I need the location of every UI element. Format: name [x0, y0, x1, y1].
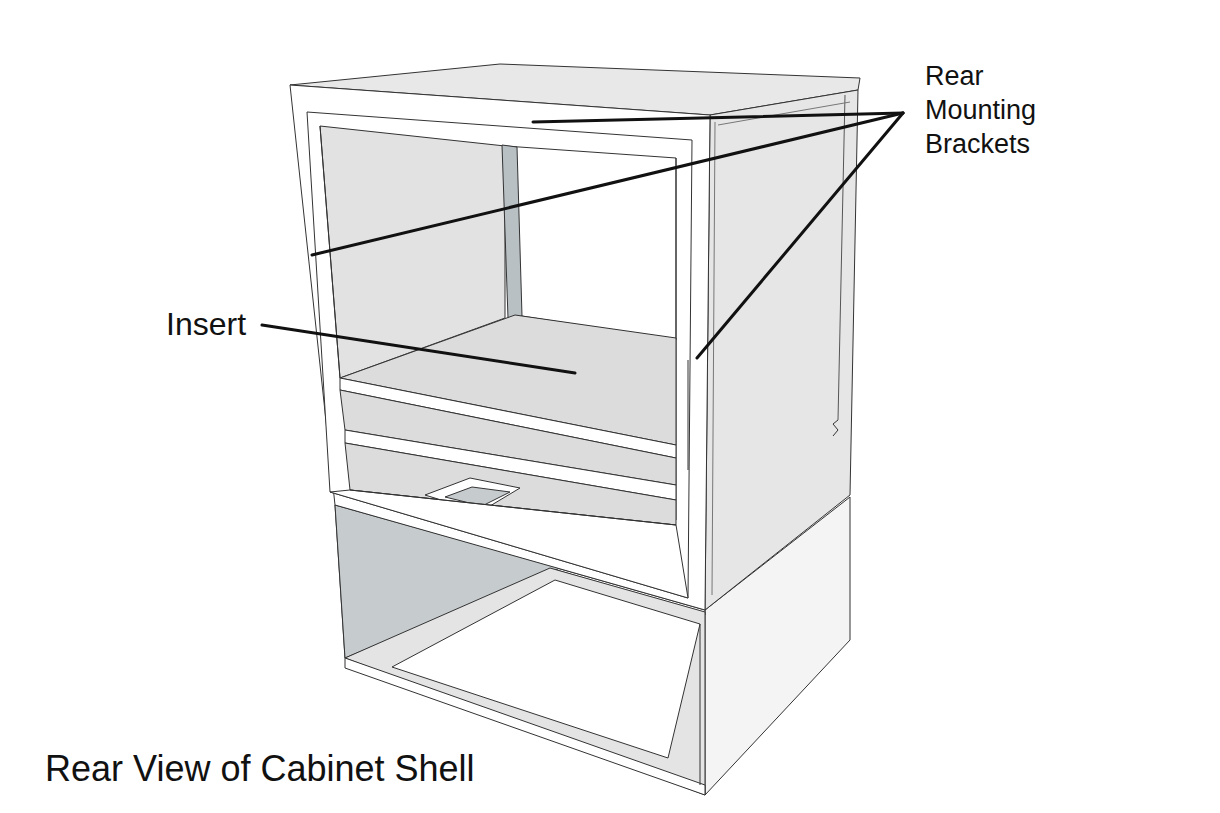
- cabinet-part: [838, 95, 845, 420]
- leader-lines: [262, 113, 903, 373]
- cabinet-part: [688, 360, 689, 470]
- cabinet-part: [712, 122, 715, 595]
- part-label: Rear Mounting Brackets: [925, 60, 1075, 161]
- cabinet-shell: [290, 64, 860, 795]
- part-label: Insert: [166, 304, 286, 344]
- cabinet-part: [833, 420, 838, 436]
- cabinet-part: [697, 113, 903, 358]
- cabinet-part: [350, 490, 676, 525]
- cabinet-part: [290, 85, 710, 610]
- caption-text: Rear View of Cabinet Shell: [45, 746, 645, 791]
- cabinet-part: [262, 325, 575, 373]
- cabinet-part: [330, 490, 688, 598]
- cabinet-part: [705, 90, 858, 610]
- cabinet-part: [312, 113, 903, 255]
- cabinet-part: [533, 113, 903, 122]
- cabinet-part: [307, 112, 692, 598]
- cabinet-part: [700, 624, 701, 785]
- cabinet-part: [502, 145, 522, 318]
